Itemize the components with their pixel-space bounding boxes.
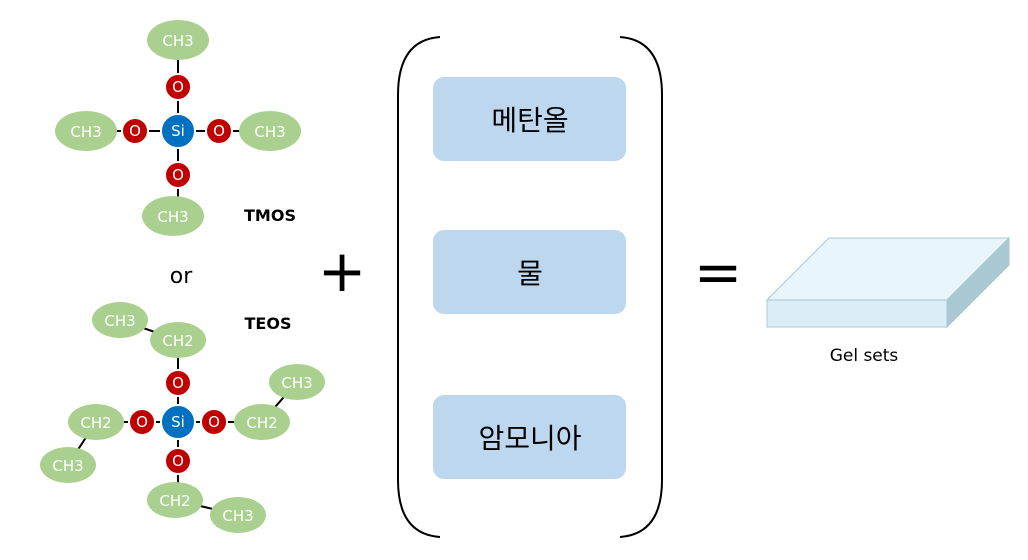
tmos-oxygen-top: O <box>164 73 192 101</box>
tmos-methyl-bottom-label: CH3 <box>157 208 188 226</box>
ingredient-ammonia-label: 암모니아 <box>478 422 581 455</box>
teos-methyl-top-label: CH3 <box>104 312 135 330</box>
teos-molecule: CH3 CH2 O CH2 CH3 O Si <box>40 302 325 533</box>
teos-methylene-right: CH2 <box>234 404 290 440</box>
gel-slab <box>765 236 1011 329</box>
tmos-silicon-label: Si <box>171 122 185 140</box>
tmos-oxygen-bottom-label: O <box>172 166 184 184</box>
teos-methyl-top: CH3 <box>92 302 148 338</box>
ingredient-box-ammonia: 암모니아 <box>433 395 626 479</box>
teos-oxygen-top: O <box>164 369 192 397</box>
tmos-oxygen-right-label: O <box>213 122 225 140</box>
tmos-oxygen-top-label: O <box>172 78 184 96</box>
right-bracket <box>619 36 663 538</box>
teos-methylene-bottom-label: CH2 <box>159 492 190 510</box>
tmos-molecule: CH3 O CH3 O Si O CH3 <box>55 20 301 236</box>
teos-methylene-bottom: CH2 <box>147 482 203 518</box>
ingredient-box-water: 물 <box>433 230 626 314</box>
teos-oxygen-top-label: O <box>172 374 184 392</box>
tmos-oxygen-left: O <box>121 117 149 145</box>
teos-methyl-right-label: CH3 <box>281 374 312 392</box>
teos-methylene-right-label: CH2 <box>246 414 277 432</box>
teos-oxygen-right: O <box>200 408 228 436</box>
gel-slab-front <box>766 299 948 328</box>
teos-methyl-bottom-label: CH3 <box>222 507 253 525</box>
teos-methylene-top-label: CH2 <box>162 332 193 350</box>
tmos-oxygen-bottom: O <box>164 161 192 189</box>
teos-label: TEOS <box>245 314 292 333</box>
tmos-methyl-bottom: CH3 <box>142 196 204 236</box>
teos-oxygen-left: O <box>128 408 156 436</box>
ingredient-box-methanol: 메탄올 <box>433 77 626 161</box>
teos-oxygen-right-label: O <box>208 413 220 431</box>
tmos-methyl-right-label: CH3 <box>254 123 285 141</box>
tmos-silicon: Si <box>160 113 196 149</box>
teos-methylene-top: CH2 <box>150 322 206 358</box>
teos-methyl-left: CH3 <box>40 447 96 483</box>
tmos-label: TMOS <box>244 206 296 225</box>
plus-sign: + <box>318 237 367 305</box>
or-text: or <box>170 264 193 289</box>
left-bracket <box>397 36 441 538</box>
teos-methyl-right: CH3 <box>269 364 325 400</box>
tmos-oxygen-left-label: O <box>129 122 141 140</box>
tmos-methyl-right: CH3 <box>239 111 301 151</box>
teos-methylene-left-label: CH2 <box>80 414 111 432</box>
teos-silicon: Si <box>160 404 196 440</box>
ingredient-water-label: 물 <box>517 257 543 290</box>
tmos-oxygen-right: O <box>205 117 233 145</box>
teos-oxygen-bottom: O <box>164 447 192 475</box>
tmos-methyl-left-label: CH3 <box>70 123 101 141</box>
teos-oxygen-bottom-label: O <box>172 452 184 470</box>
teos-methyl-bottom: CH3 <box>210 497 266 533</box>
tmos-methyl-left: CH3 <box>55 111 117 151</box>
teos-methylene-left: CH2 <box>68 404 124 440</box>
gel-caption: Gel sets <box>830 346 899 366</box>
tmos-methyl-top-label: CH3 <box>162 32 193 50</box>
equals-sign: = <box>694 238 743 306</box>
teos-methyl-left-label: CH3 <box>52 457 83 475</box>
ingredient-methanol-label: 메탄올 <box>491 104 568 137</box>
teos-oxygen-left-label: O <box>136 413 148 431</box>
teos-silicon-label: Si <box>171 413 185 431</box>
tmos-methyl-top: CH3 <box>147 20 209 60</box>
